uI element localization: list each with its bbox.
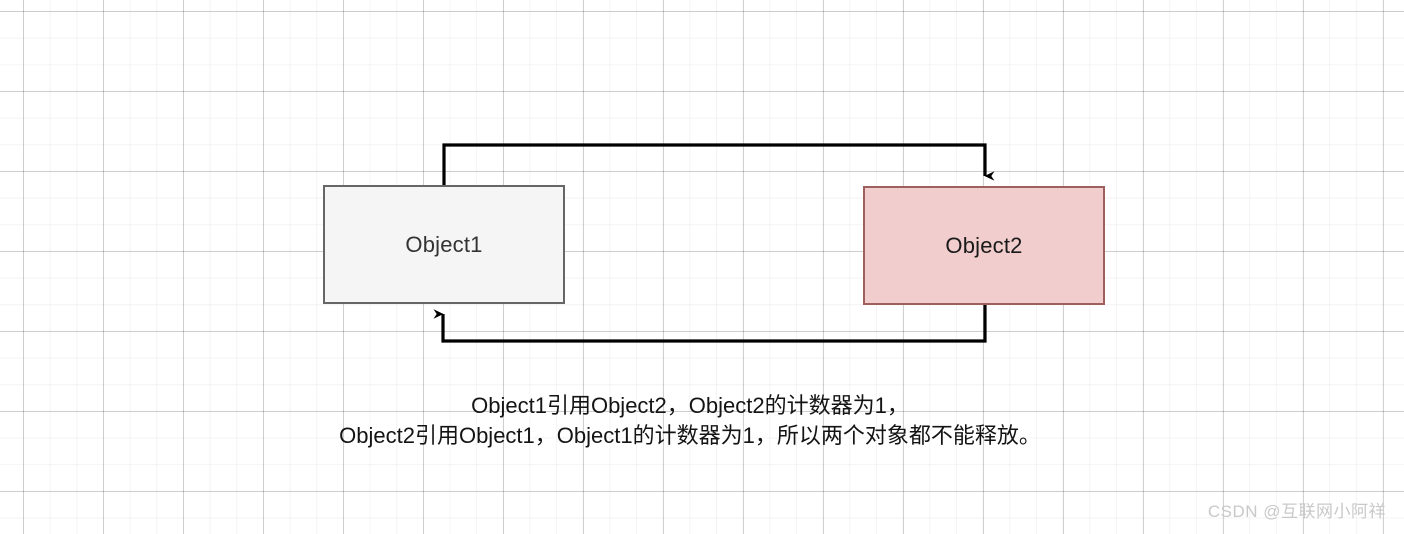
- node-object2-label: Object2: [945, 232, 1023, 258]
- caption-line-1: Object1引用Object2，Object2的计数器为1，: [471, 393, 909, 418]
- edge-object1-to-object2: [442, 143, 995, 186]
- node-object1-label: Object1: [405, 231, 483, 257]
- node-object1[interactable]: Object1: [323, 185, 565, 304]
- edge-object2-to-object1-path: [433, 305, 987, 343]
- diagram-caption: Object1引用Object2，Object2的计数器为1， Object2引…: [0, 391, 1380, 451]
- edge-object1-to-object2-path: [442, 143, 995, 186]
- node-object2[interactable]: Object2: [863, 186, 1105, 305]
- watermark: CSDN @互联网小阿祥: [1207, 502, 1386, 521]
- caption-line-2: Object2引用Object1，Object1的计数器为1，所以两个对象都不能…: [339, 423, 1041, 448]
- edge-object2-to-object1: [433, 305, 987, 343]
